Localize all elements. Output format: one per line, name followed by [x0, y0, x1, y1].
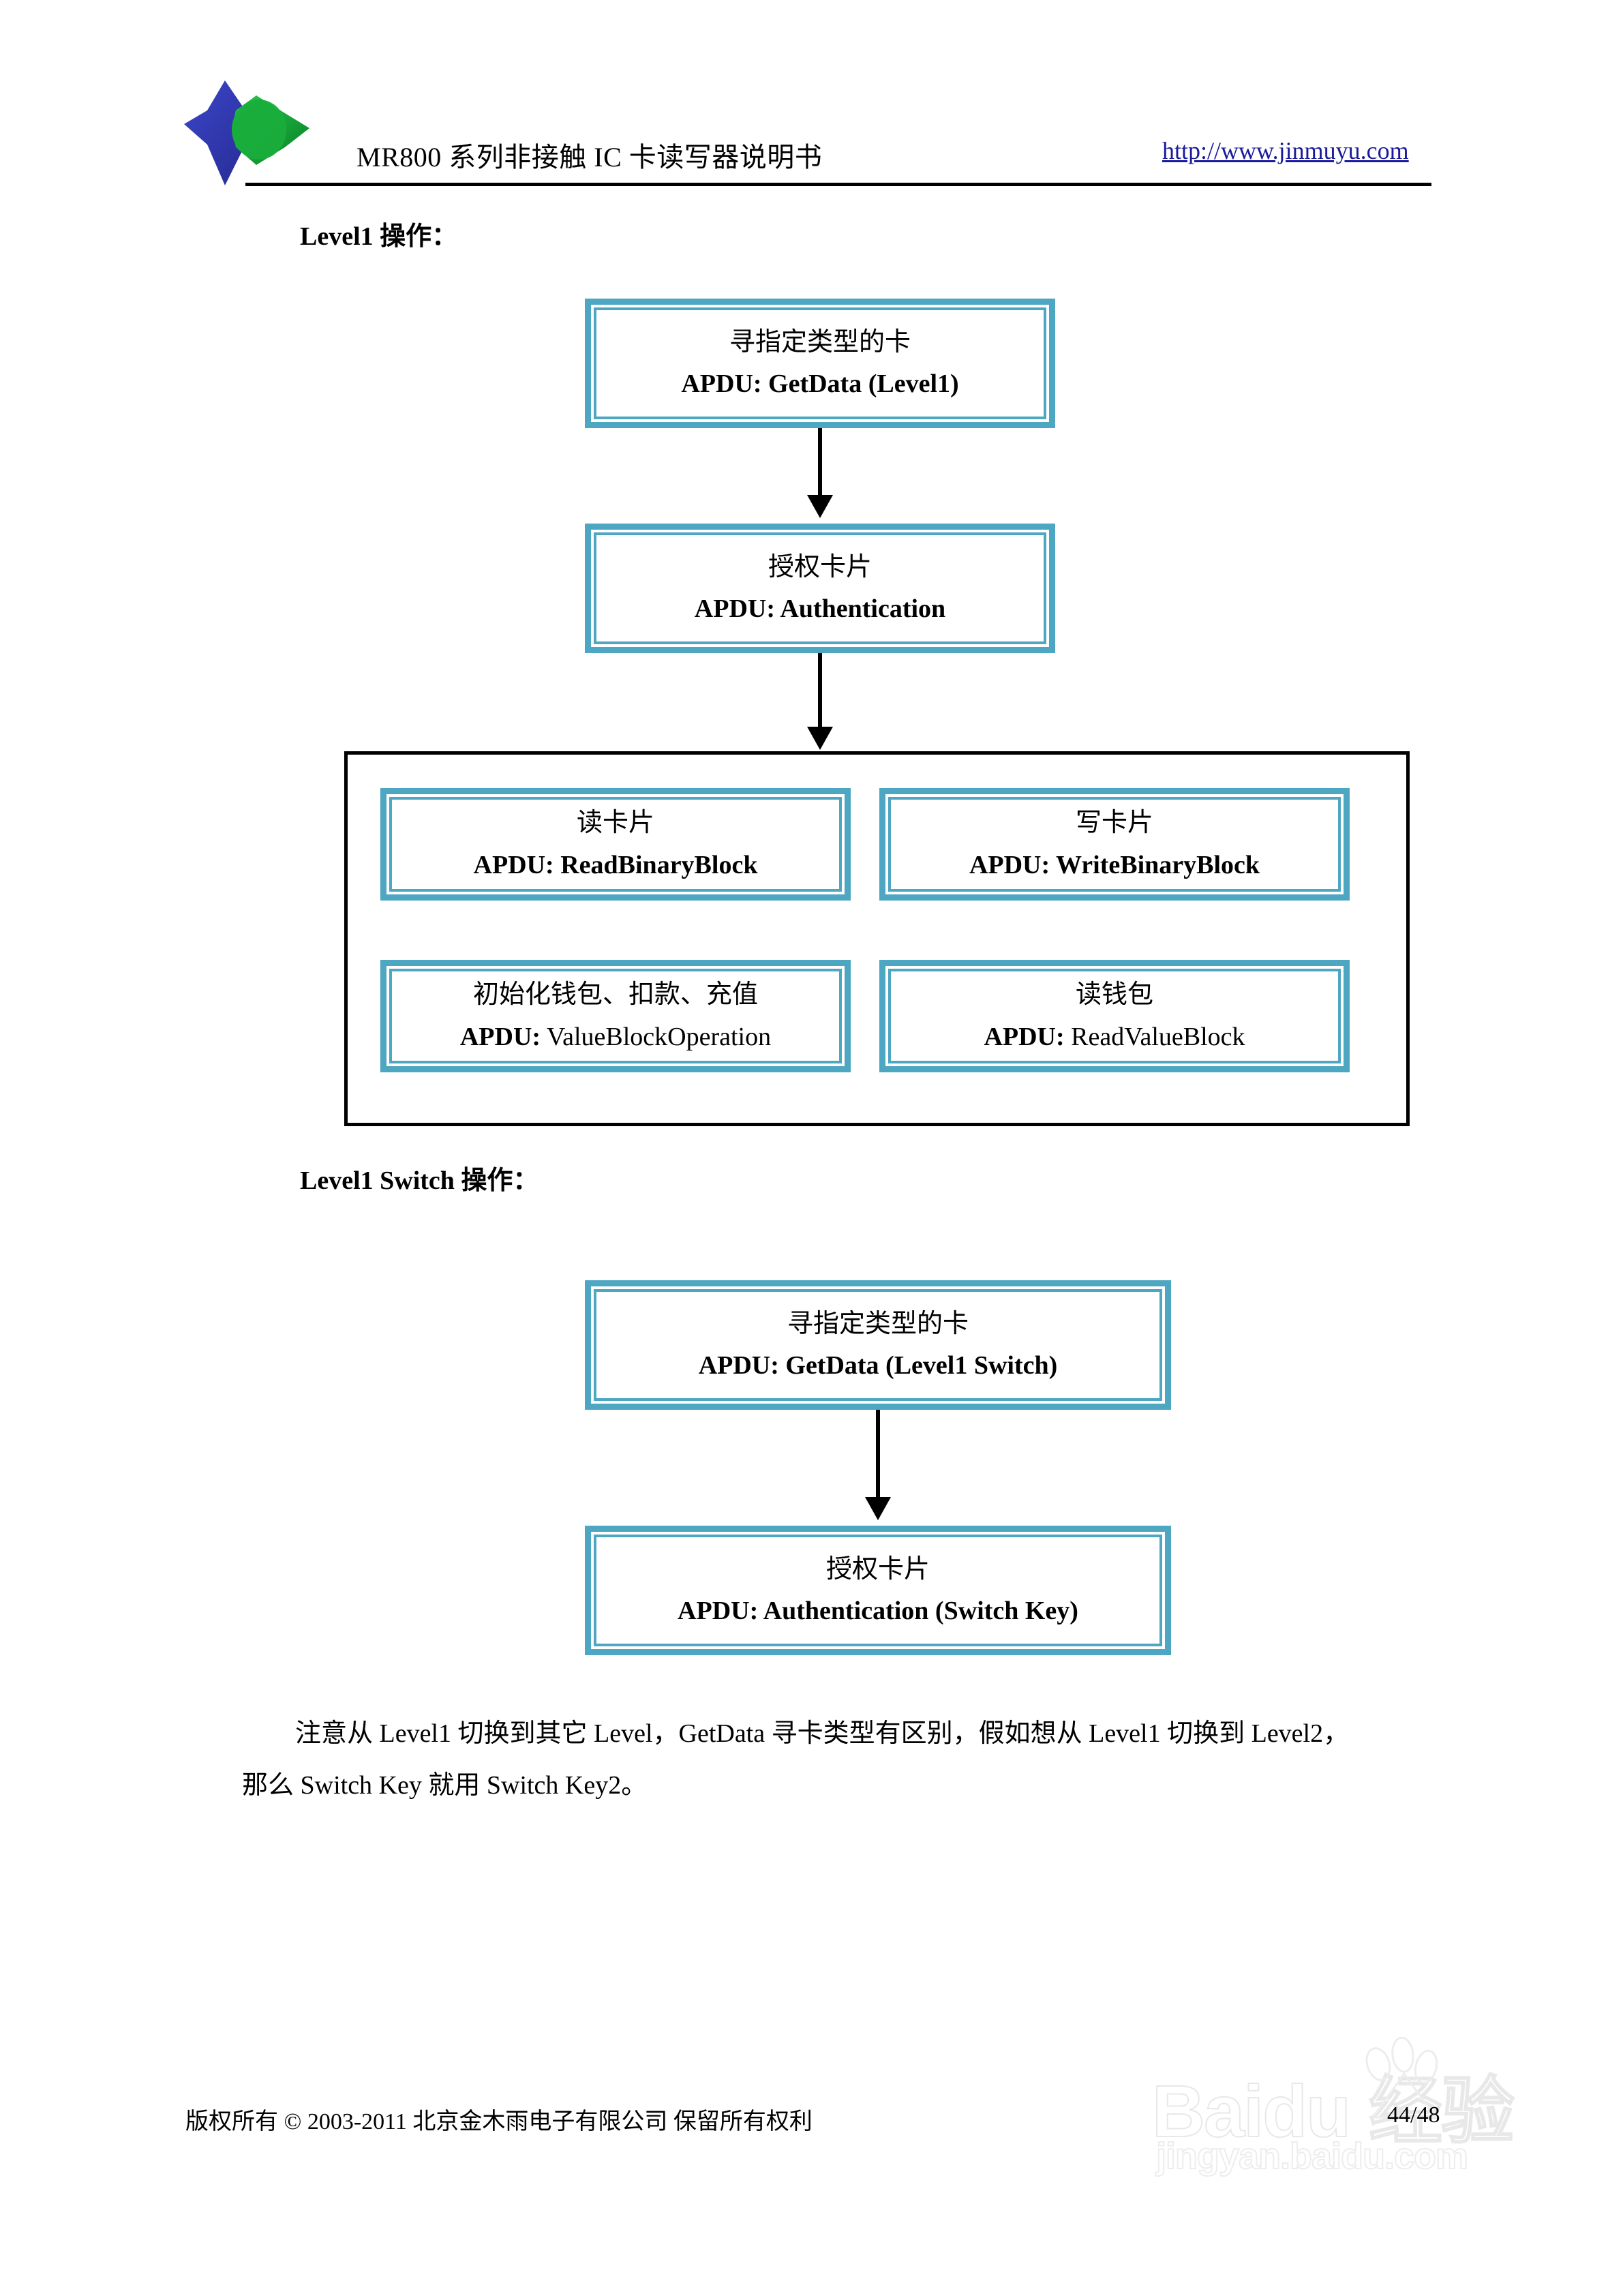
flow-node-label-cn: 读卡片	[576, 809, 654, 837]
flow-node-readvalueblock: 读钱包 APDU: ReadValueBlock	[879, 960, 1350, 1072]
flow-node-label-cn: 读钱包	[1075, 980, 1153, 1009]
watermark-main-text: Baidu 经验	[1151, 2069, 1515, 2153]
flow-node-label-cn: 授权卡片	[825, 1554, 930, 1584]
flow-node-label-en-value: ReadValueBlock	[1064, 1022, 1245, 1051]
watermark-sub-text: jingyan.baidu.com	[1155, 2135, 1469, 2177]
flow-node-getdata-level1: 寻指定类型的卡 APDU: GetData (Level1)	[585, 299, 1055, 428]
flow-node-label-cn: 授权卡片	[768, 552, 872, 581]
page-header: MR800 系列非接触 IC 卡读写器说明书 http://www.jinmuy…	[0, 0, 1623, 198]
flow-node-label-en: APDU: ValueBlockOperation	[460, 1021, 771, 1054]
flow-arrow-shaft	[876, 1410, 880, 1498]
flow-node-label-en: APDU: ReadBinaryBlock	[473, 850, 758, 879]
jinmuyu-leaf-logo-icon	[183, 76, 312, 189]
header-title: MR800 系列非接触 IC 卡读写器说明书	[357, 142, 823, 172]
note-line-1: 注意从 Level1 切换到其它 Level，GetData 寻卡类型有区别，假…	[295, 1719, 1350, 1748]
flow-node-label-cn: 写卡片	[1075, 809, 1153, 837]
flow-node-inner: 写卡片 APDU: WriteBinaryBlock	[888, 797, 1341, 892]
flow-node-label-cn: 初始化钱包、扣款、充值	[472, 980, 758, 1009]
note-paragraph: 注意从 Level1 切换到其它 Level，GetData 寻卡类型有区别，假…	[242, 1708, 1421, 1811]
flow-node-getdata-level1-switch: 寻指定类型的卡 APDU: GetData (Level1 Switch)	[585, 1280, 1171, 1410]
flow-arrow-head	[865, 1497, 891, 1520]
flow-node-inner: 授权卡片 APDU: Authentication (Switch Key)	[594, 1535, 1162, 1646]
flow-node-label-en: APDU: Authentication	[694, 594, 946, 623]
flow-arrow-head	[807, 495, 833, 518]
flow-node-readbinaryblock: 读卡片 APDU: ReadBinaryBlock	[380, 788, 851, 901]
baidu-watermark: Baidu 经验 jingyan.baidu.com	[1151, 2037, 1534, 2229]
flow-node-label-en-value: ValueBlockOperation	[541, 1022, 772, 1051]
footer-page-number: 44/48	[1387, 2102, 1440, 2128]
section-heading-level1: Level1 操作：	[300, 222, 458, 251]
flow-node-inner: 初始化钱包、扣款、充值 APDU: ValueBlockOperation	[389, 969, 842, 1063]
note-line-2: 那么 Switch Key 就用 Switch Key2。	[242, 1771, 648, 1800]
flow-node-inner: 授权卡片 APDU: Authentication	[594, 532, 1046, 644]
flow-node-label-en: APDU: ReadValueBlock	[984, 1021, 1245, 1054]
flow-node-label-en: APDU: GetData (Level1)	[681, 369, 959, 398]
header-divider	[245, 183, 1431, 186]
flow-node-writebinaryblock: 写卡片 APDU: WriteBinaryBlock	[879, 788, 1350, 901]
header-url-link[interactable]: http://www.jinmuyu.com	[1162, 137, 1409, 164]
section-heading-level1-switch: Level1 Switch 操作：	[300, 1166, 539, 1195]
flow-node-authentication-switch-key: 授权卡片 APDU: Authentication (Switch Key)	[585, 1526, 1171, 1655]
flow-node-valueblockoperation: 初始化钱包、扣款、充值 APDU: ValueBlockOperation	[380, 960, 851, 1072]
flow-node-authentication: 授权卡片 APDU: Authentication	[585, 524, 1055, 653]
flow-node-label-cn: 寻指定类型的卡	[729, 327, 911, 357]
flow-node-label-en: APDU: Authentication (Switch Key)	[678, 1597, 1078, 1625]
flow-arrow-head	[807, 727, 833, 750]
flow-node-inner: 读钱包 APDU: ReadValueBlock	[888, 969, 1341, 1063]
flow-node-inner: 寻指定类型的卡 APDU: GetData (Level1 Switch)	[594, 1289, 1162, 1401]
flow-node-inner: 读卡片 APDU: ReadBinaryBlock	[389, 797, 842, 892]
flow-node-label-en-prefix: APDU:	[459, 1022, 541, 1051]
footer-copyright: 版权所有 © 2003-2011 北京金木雨电子有限公司 保留所有权利	[185, 2109, 813, 2134]
flow-arrow-shaft	[818, 653, 822, 728]
flow-arrow-shaft	[818, 428, 822, 496]
flow-node-label-en: APDU: WriteBinaryBlock	[969, 850, 1260, 879]
flow-node-label-en-prefix: APDU:	[984, 1022, 1065, 1051]
flow-node-inner: 寻指定类型的卡 APDU: GetData (Level1)	[594, 307, 1046, 419]
flow-node-label-en: APDU: GetData (Level1 Switch)	[698, 1351, 1058, 1380]
flow-node-label-cn: 寻指定类型的卡	[787, 1309, 969, 1338]
